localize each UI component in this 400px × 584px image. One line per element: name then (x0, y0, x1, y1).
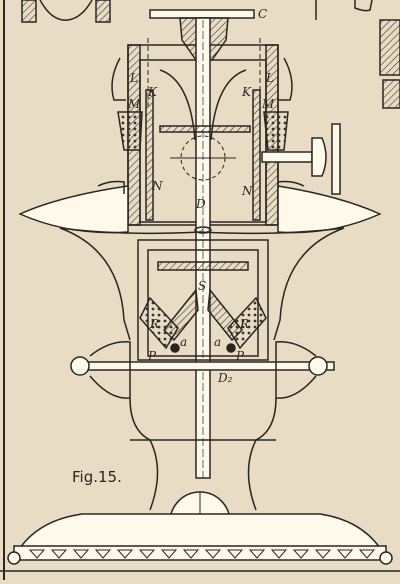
label-a-left: a (180, 335, 187, 349)
label-n-left: N (151, 179, 163, 193)
label-d2: D₂ (217, 371, 233, 385)
label-l-left: L (129, 71, 138, 85)
label-c: C (258, 7, 267, 21)
part-labels: C L L M M K K N N D S R R a a P P D₂ (127, 7, 275, 385)
label-l-right: L (265, 71, 274, 85)
crossbar (70, 341, 335, 399)
label-n-right: N (241, 184, 253, 198)
adjacent-figure-fragments (21, 0, 400, 109)
label-m-left: M (127, 97, 141, 111)
label-k-left: K (147, 85, 158, 99)
label-r-left: R (149, 317, 159, 331)
label-k-right: K (241, 85, 252, 99)
label-s: S (198, 279, 206, 293)
label-p-right: P (235, 349, 245, 363)
handwheel-shaft (261, 123, 341, 195)
label-d: D (195, 197, 206, 211)
label-a-right: a (214, 335, 221, 349)
label-m-right: M (261, 97, 275, 111)
base-plate (7, 513, 393, 565)
bell-housing (59, 227, 345, 361)
figure-caption: Fig.15. (72, 468, 122, 486)
label-p-left: P (147, 349, 157, 363)
work-table (18, 180, 382, 235)
label-r-right: R (239, 317, 249, 331)
